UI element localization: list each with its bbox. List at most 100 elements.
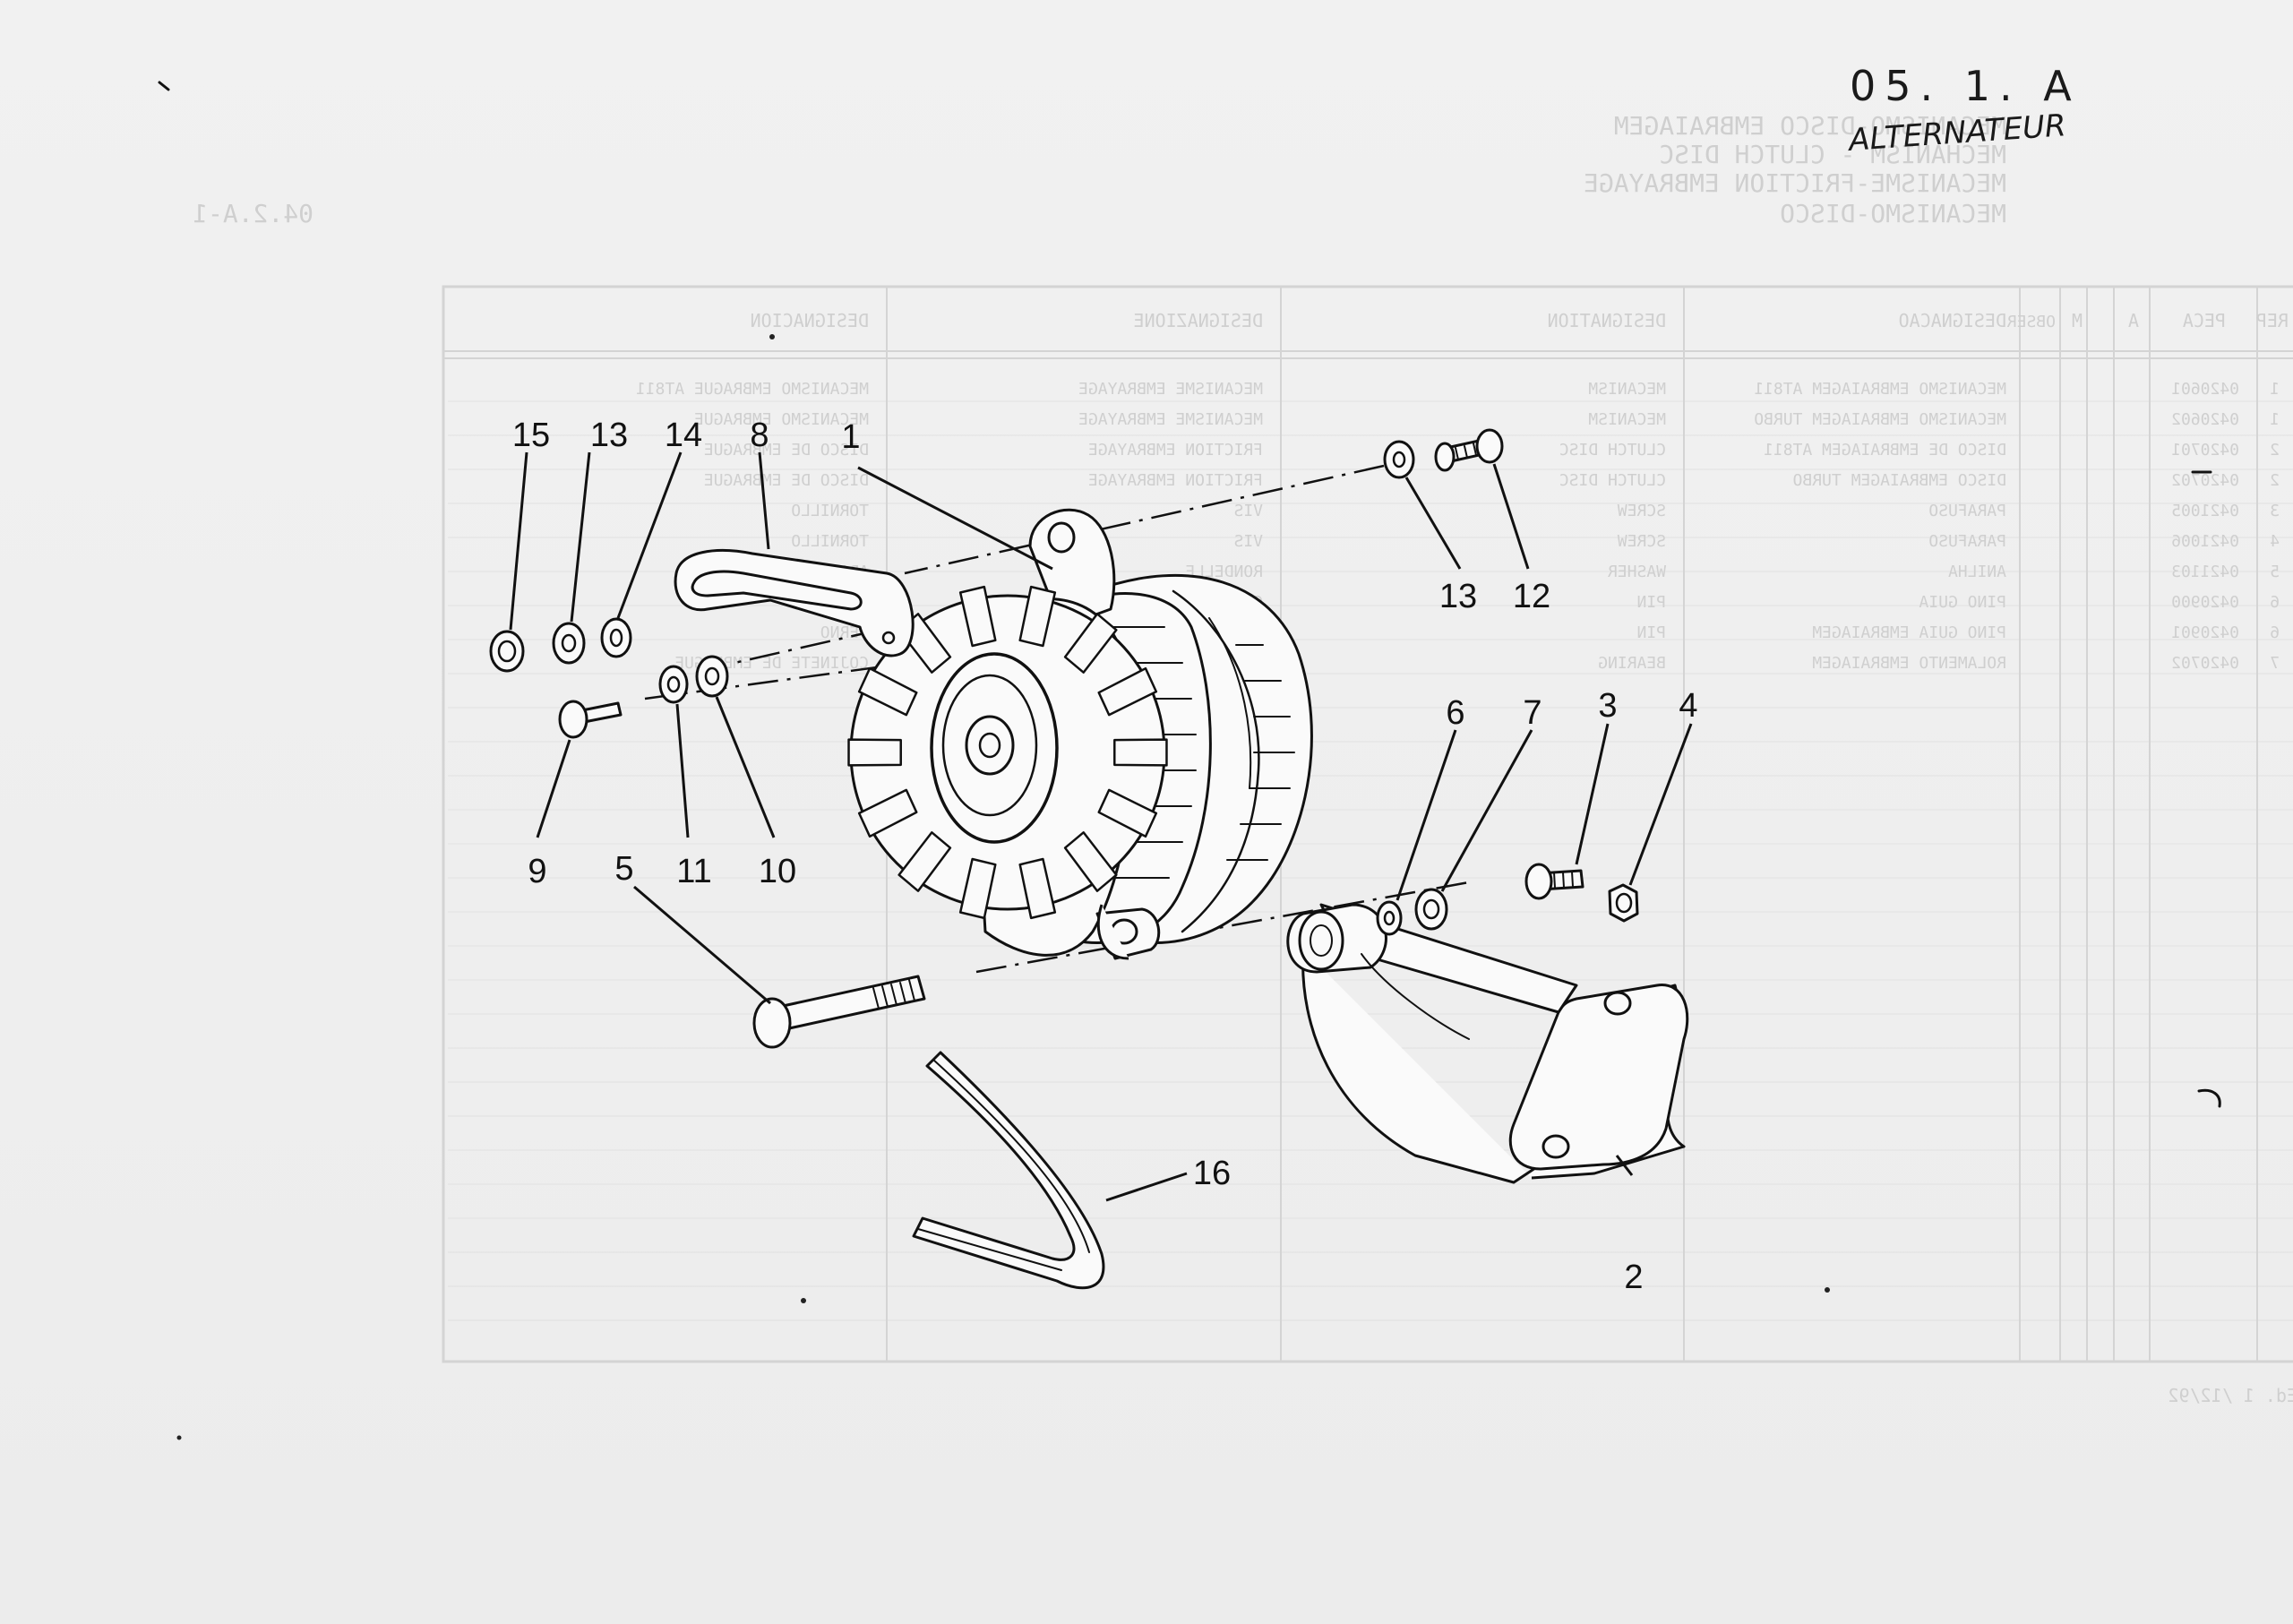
leader-7: [1440, 729, 1533, 892]
alternator-part: [847, 508, 1313, 960]
fan-blade: [857, 788, 918, 838]
adjusting-strap-part: [674, 548, 915, 657]
ghost-cell: VIS: [1233, 532, 1263, 551]
leader-1: [857, 466, 1053, 571]
ghost-header-designation: DESIGNATION: [1548, 310, 1666, 331]
fan-blade: [958, 585, 997, 648]
washer-13-left: [552, 622, 586, 665]
ghost-title-1: MECANISMO-DISCO EMBRAIAGEM: [1614, 111, 2006, 141]
ghost-cell: TORNILLO: [791, 502, 869, 520]
nut-15: [489, 630, 525, 673]
ghost-cell: 1: [2270, 380, 2280, 399]
leader-11: [675, 703, 690, 838]
callout-6: 6: [1446, 694, 1464, 732]
leader-14: [616, 451, 683, 619]
leader-lines: [509, 451, 1693, 1202]
fan-blade: [847, 738, 902, 767]
ghost-cell: 1: [2270, 410, 2280, 429]
fan-blade: [1097, 788, 1158, 838]
callout-5: 5: [614, 850, 633, 888]
ghost-header-a: A: [2128, 310, 2139, 331]
callout-7: 7: [1523, 694, 1542, 732]
ghost-header-designacion: DESIGNACION: [751, 310, 869, 331]
ghost-cell: PIN: [1636, 593, 1666, 612]
bolt-3: [1524, 863, 1584, 900]
ghost-cell: 0421005: [2171, 502, 2239, 520]
ghost-cell: PINO GUIA: [1919, 593, 2006, 612]
ghost-cell: ROLAMENTO EMBRAIAGEM: [1812, 654, 2006, 673]
ghost-cell: DISCO EMBRAIAGEM TURBO: [1793, 471, 2006, 490]
callout-11: 11: [676, 853, 711, 890]
scan-marks: [158, 81, 2221, 1440]
ghost-header-designacao: DESIGNACAO: [1899, 310, 2006, 331]
callout-16: 16: [1193, 1155, 1231, 1192]
ghost-edition: Ed. 1 /12/92: [2168, 1385, 2293, 1406]
ghost-cell: PARAFUSO: [1928, 532, 2006, 551]
nut-4: [1608, 883, 1639, 923]
lock-washer-11: [658, 665, 689, 704]
callout-15: 15: [512, 417, 550, 454]
ghost-header-m: M: [2072, 310, 2083, 331]
washer-10: [695, 655, 729, 698]
long-bolt-5: [752, 975, 926, 1049]
ghost-cell: MECANISM: [1588, 410, 1666, 429]
callout-3: 3: [1598, 687, 1617, 725]
callout-1: 1: [841, 418, 860, 456]
ghost-header-rep: REP: [2256, 310, 2289, 331]
ghost-cell: 0421006: [2171, 532, 2239, 551]
ghost-cell: 0420702: [2171, 471, 2239, 490]
ghost-cell: MECANISM: [1588, 380, 1666, 399]
fan-blade: [1113, 738, 1168, 767]
ghost-cell: PIN: [1636, 623, 1666, 642]
ghost-cell: MECANISME EMBRAYAGE: [1078, 380, 1263, 399]
callout-12: 12: [1513, 578, 1550, 615]
ghost-cell: 0420601: [2171, 380, 2239, 399]
ghost-title-4: MECANISMO-DISCO: [1780, 199, 2006, 228]
fasteners: [489, 428, 1639, 1049]
lock-washer-6: [1376, 900, 1403, 936]
ghost-cell: PARAFUSO: [1928, 502, 2006, 520]
fan-blade: [1063, 613, 1118, 674]
ghost-cell: MECANISMO EMBRAGUE: [694, 410, 869, 429]
fan-blade: [1018, 585, 1057, 648]
ghost-header-peca: PECA: [2183, 310, 2226, 331]
fan-blade: [897, 831, 952, 892]
leader-9: [536, 739, 571, 838]
ghost-cell: PINO GUIA EMBRAIAGEM: [1812, 623, 2006, 642]
ghost-cell: PERNO: [820, 623, 869, 642]
leader-8: [758, 451, 770, 550]
ghost-title-2: MECHANISM - CLUTCH DISC: [1659, 140, 2006, 169]
ghost-cell: 5: [2270, 563, 2280, 581]
leader-3: [1575, 723, 1610, 865]
callout-4: 4: [1679, 687, 1697, 725]
ghost-cell: WASHER: [1608, 563, 1666, 581]
ghost-header-designazione: DESIGNAZIONE: [1134, 310, 1264, 331]
ghost-cell: 2: [2270, 471, 2280, 490]
fan-blade: [1063, 831, 1118, 892]
nut-7: [1414, 888, 1448, 931]
ghost-cell: MECANISMO EMBRAGUE AT811: [636, 380, 869, 399]
ghost-cell: ANILHA: [1948, 563, 2006, 581]
ghost-cell: SCREW: [1618, 502, 1666, 520]
sheet-reference: 05. 1. A: [1850, 62, 2081, 110]
washer-13-right: [1383, 440, 1415, 479]
ghost-table-frame: [442, 285, 2293, 1363]
ghost-title-3: MECANISME-FRICTION EMBRAYAGE: [1584, 168, 2006, 198]
ghost-cell: VIS: [1233, 502, 1263, 520]
bolt-12: [1434, 428, 1504, 472]
ghost-cell: 0420900: [2171, 593, 2239, 612]
ghost-cell: 2: [2270, 441, 2280, 460]
callout-14: 14: [665, 417, 702, 454]
fan-blade: [1018, 857, 1057, 920]
ghost-cell: MECANISME EMBRAYAGE: [1078, 410, 1263, 429]
callout-13-right: 13: [1439, 578, 1477, 615]
ghost-cell: BEARING: [1598, 654, 1666, 673]
ghost-header-obser: OBSER: [2007, 313, 2056, 331]
ghost-cell: 0420701: [2171, 441, 2239, 460]
callout-labels: 1 2 3 4 5 6 7 8 9 10 11 12 13 13 14 15 1…: [512, 417, 1698, 1296]
callout-8: 8: [750, 417, 769, 454]
callout-13-left: 13: [590, 417, 628, 454]
leader-13-right: [1404, 477, 1462, 570]
